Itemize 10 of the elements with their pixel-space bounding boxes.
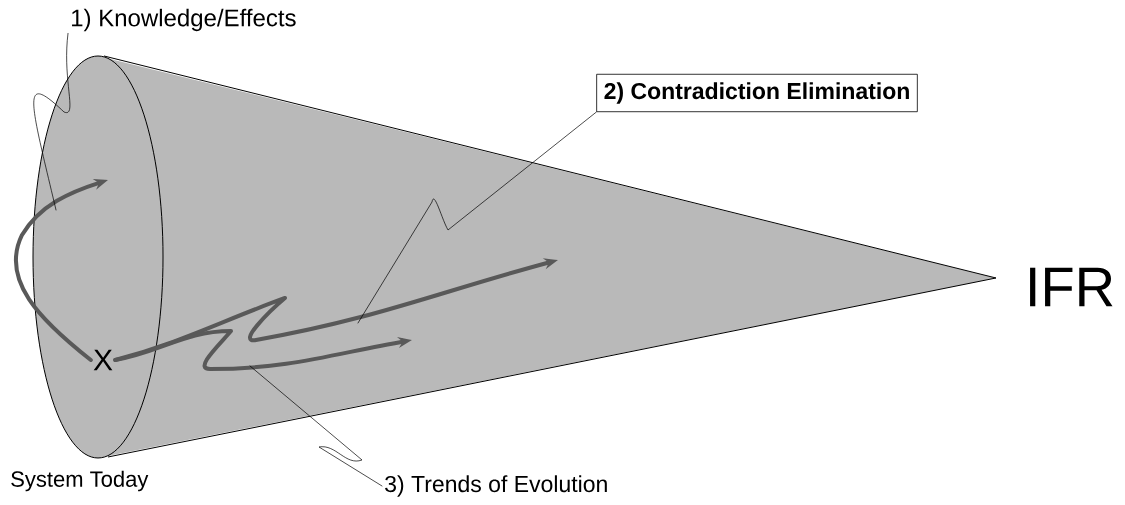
leader-line [249,365,383,487]
callout-text: 1) Knowledge/Effects [72,8,296,32]
start-mark: X [93,349,113,371]
cone-drawing [32,55,997,459]
node-label: System Today [11,470,149,492]
leader-line [357,111,597,324]
leader-line [33,33,71,211]
callout-text: 3) Trends of Evolution [385,475,607,497]
goal-label: IFR [1030,267,1113,307]
callout-box: 2) Contradiction Elimination [596,73,918,113]
